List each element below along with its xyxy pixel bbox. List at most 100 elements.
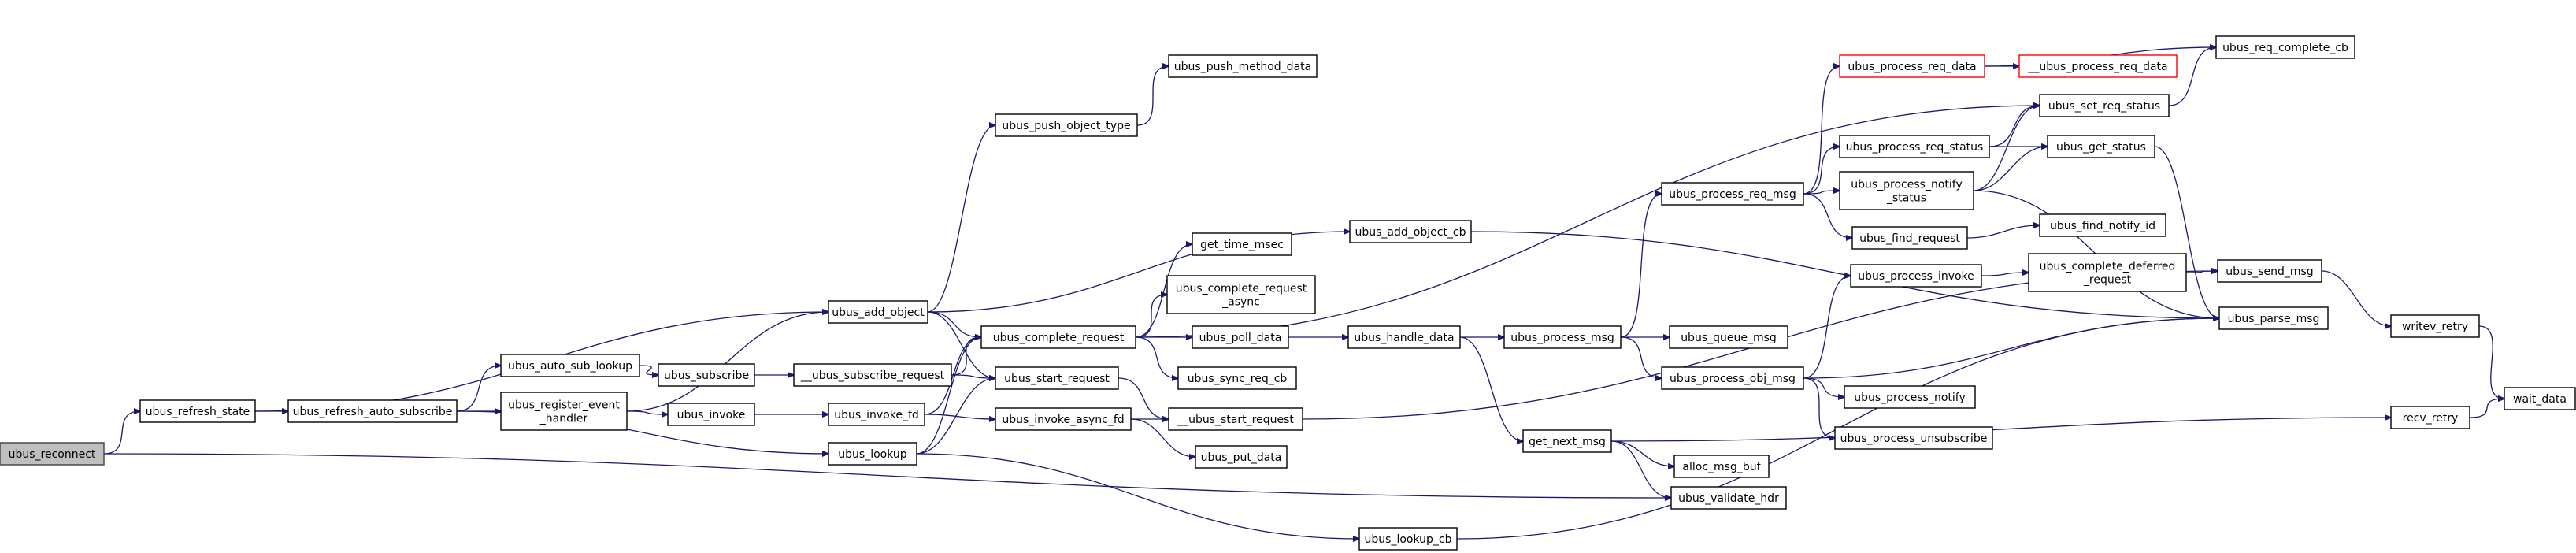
- node-box[interactable]: [1347, 325, 1461, 349]
- node-ubus-process-msg[interactable]: ubus_process_msg: [1503, 325, 1622, 349]
- node-ubus-parse-msg[interactable]: ubus_parse_msg: [2218, 306, 2329, 330]
- node-underscore-ubus-subscribe-request[interactable]: __ubus_subscribe_request: [793, 363, 952, 387]
- node-box[interactable]: [1851, 226, 1968, 250]
- node-box[interactable]: [1166, 275, 1316, 314]
- node-box[interactable]: [1358, 527, 1458, 551]
- node-ubus-get-status[interactable]: ubus_get_status: [2047, 135, 2155, 158]
- node-ubus-reconnect[interactable]: ubus_reconnect: [0, 442, 105, 466]
- node-box[interactable]: [1850, 264, 1982, 288]
- node-ubus-add-object-cb[interactable]: ubus_add_object_cb: [1349, 220, 1472, 243]
- node-ubus-find-request[interactable]: ubus_find_request: [1851, 226, 1968, 250]
- node-box[interactable]: [2215, 35, 2355, 59]
- node-box[interactable]: [2217, 259, 2322, 283]
- node-box[interactable]: [1349, 220, 1472, 243]
- node-ubus-set-req-status[interactable]: ubus_set_req_status: [2039, 94, 2170, 117]
- node-box[interactable]: [1192, 325, 1289, 349]
- node-ubus-send-msg[interactable]: ubus_send_msg: [2217, 259, 2322, 283]
- node-ubus-invoke[interactable]: ubus_invoke: [667, 403, 755, 426]
- node-box[interactable]: [500, 354, 640, 377]
- node-ubus-queue-msg[interactable]: ubus_queue_msg: [1669, 325, 1788, 349]
- node-underscore-ubus-start-request[interactable]: __ubus_start_request: [1168, 407, 1303, 431]
- node-box[interactable]: [1661, 182, 1804, 206]
- node-box[interactable]: [1673, 455, 1770, 478]
- node-box[interactable]: [2390, 406, 2470, 429]
- node-box[interactable]: [1177, 366, 1297, 390]
- node-box[interactable]: [2218, 306, 2329, 330]
- node-ubus-process-notify[interactable]: ubus_process_notify: [1844, 385, 1976, 409]
- node-box[interactable]: [995, 366, 1119, 390]
- node-box[interactable]: [287, 399, 458, 423]
- node-box[interactable]: [1844, 385, 1976, 409]
- node-box[interactable]: [2018, 54, 2178, 78]
- node-box[interactable]: [1669, 325, 1788, 349]
- node-box[interactable]: [0, 442, 105, 466]
- node-box[interactable]: [1192, 232, 1292, 256]
- node-ubus-add-object[interactable]: ubus_add_object: [828, 300, 928, 324]
- node-box[interactable]: [2039, 94, 2170, 117]
- node-ubus-register-event-handler[interactable]: ubus_register_event_handler: [500, 392, 628, 431]
- node-box[interactable]: [667, 403, 755, 426]
- node-box[interactable]: [658, 363, 755, 387]
- node-box[interactable]: [980, 325, 1136, 349]
- node-ubus-poll-data[interactable]: ubus_poll_data: [1192, 325, 1289, 349]
- node-box[interactable]: [2028, 253, 2187, 292]
- node-box[interactable]: [995, 113, 1138, 137]
- node-underscore-ubus-process-req-data[interactable]: __ubus_process_req_data: [2018, 54, 2178, 78]
- node-ubus-push-object-type[interactable]: ubus_push_object_type: [995, 113, 1138, 137]
- node-ubus-invoke-async-fd[interactable]: ubus_invoke_async_fd: [995, 407, 1132, 431]
- node-ubus-complete-request-async[interactable]: ubus_complete_request_async: [1166, 275, 1316, 314]
- node-ubus-process-unsubscribe[interactable]: ubus_process_unsubscribe: [1834, 426, 1993, 450]
- node-ubus-complete-deferred-request[interactable]: ubus_complete_deferred_request: [2028, 253, 2187, 292]
- node-ubus-auto-sub-lookup[interactable]: ubus_auto_sub_lookup: [500, 354, 640, 377]
- node-ubus-subscribe[interactable]: ubus_subscribe: [658, 363, 755, 387]
- node-box[interactable]: [1834, 426, 1993, 450]
- node-ubus-invoke-fd[interactable]: ubus_invoke_fd: [828, 403, 925, 426]
- node-box[interactable]: [2039, 213, 2166, 237]
- node-ubus-process-req-msg[interactable]: ubus_process_req_msg: [1661, 182, 1804, 206]
- node-ubus-lookup-cb[interactable]: ubus_lookup_cb: [1358, 527, 1458, 551]
- node-box[interactable]: [500, 392, 628, 431]
- node-ubus-process-notify-status[interactable]: ubus_process_notify_status: [1839, 171, 1974, 210]
- node-wait-data[interactable]: wait_data: [2504, 387, 2576, 410]
- node-box[interactable]: [828, 300, 928, 324]
- node-ubus-complete-request[interactable]: ubus_complete_request: [980, 325, 1136, 349]
- node-box[interactable]: [1168, 54, 1318, 78]
- node-box[interactable]: [1839, 54, 1985, 78]
- node-ubus-process-invoke[interactable]: ubus_process_invoke: [1850, 264, 1982, 288]
- node-ubus-handle-data[interactable]: ubus_handle_data: [1347, 325, 1461, 349]
- node-box[interactable]: [828, 403, 925, 426]
- node-box[interactable]: [2504, 387, 2576, 410]
- node-box[interactable]: [828, 442, 917, 466]
- node-ubus-refresh-state[interactable]: ubus_refresh_state: [139, 399, 256, 423]
- node-ubus-start-request[interactable]: ubus_start_request: [995, 366, 1119, 390]
- node-box[interactable]: [1503, 325, 1622, 349]
- node-box[interactable]: [2047, 135, 2155, 158]
- node-box[interactable]: [793, 363, 952, 387]
- node-box[interactable]: [1661, 366, 1804, 390]
- node-get-time-msec[interactable]: get_time_msec: [1192, 232, 1292, 256]
- node-box[interactable]: [1670, 486, 1787, 510]
- node-ubus-sync-req-cb[interactable]: ubus_sync_req_cb: [1177, 366, 1297, 390]
- node-ubus-put-data[interactable]: ubus_put_data: [1195, 445, 1288, 469]
- node-get-next-msg[interactable]: get_next_msg: [1522, 429, 1612, 453]
- node-ubus-refresh-auto-subscribe[interactable]: ubus_refresh_auto_subscribe: [287, 399, 458, 423]
- node-box[interactable]: [1839, 135, 1990, 158]
- node-ubus-process-obj-msg[interactable]: ubus_process_obj_msg: [1661, 366, 1804, 390]
- node-ubus-process-req-status[interactable]: ubus_process_req_status: [1839, 135, 1990, 158]
- node-alloc-msg-buf[interactable]: alloc_msg_buf: [1673, 455, 1770, 478]
- node-box[interactable]: [1522, 429, 1612, 453]
- node-ubus-validate-hdr[interactable]: ubus_validate_hdr: [1670, 486, 1787, 510]
- node-box[interactable]: [139, 399, 256, 423]
- node-ubus-lookup[interactable]: ubus_lookup: [828, 442, 917, 466]
- node-box[interactable]: [2390, 314, 2480, 338]
- node-recv-retry[interactable]: recv_retry: [2390, 406, 2470, 429]
- node-ubus-req-complete-cb[interactable]: ubus_req_complete_cb: [2215, 35, 2355, 59]
- node-ubus-push-method-data[interactable]: ubus_push_method_data: [1168, 54, 1318, 78]
- node-box[interactable]: [1195, 445, 1288, 469]
- node-box[interactable]: [995, 407, 1132, 431]
- node-box[interactable]: [1839, 171, 1974, 210]
- node-box[interactable]: [1168, 407, 1303, 431]
- node-ubus-find-notify-id[interactable]: ubus_find_notify_id: [2039, 213, 2166, 237]
- node-writev-retry[interactable]: writev_retry: [2390, 314, 2480, 338]
- node-ubus-process-req-data[interactable]: ubus_process_req_data: [1839, 54, 1985, 78]
